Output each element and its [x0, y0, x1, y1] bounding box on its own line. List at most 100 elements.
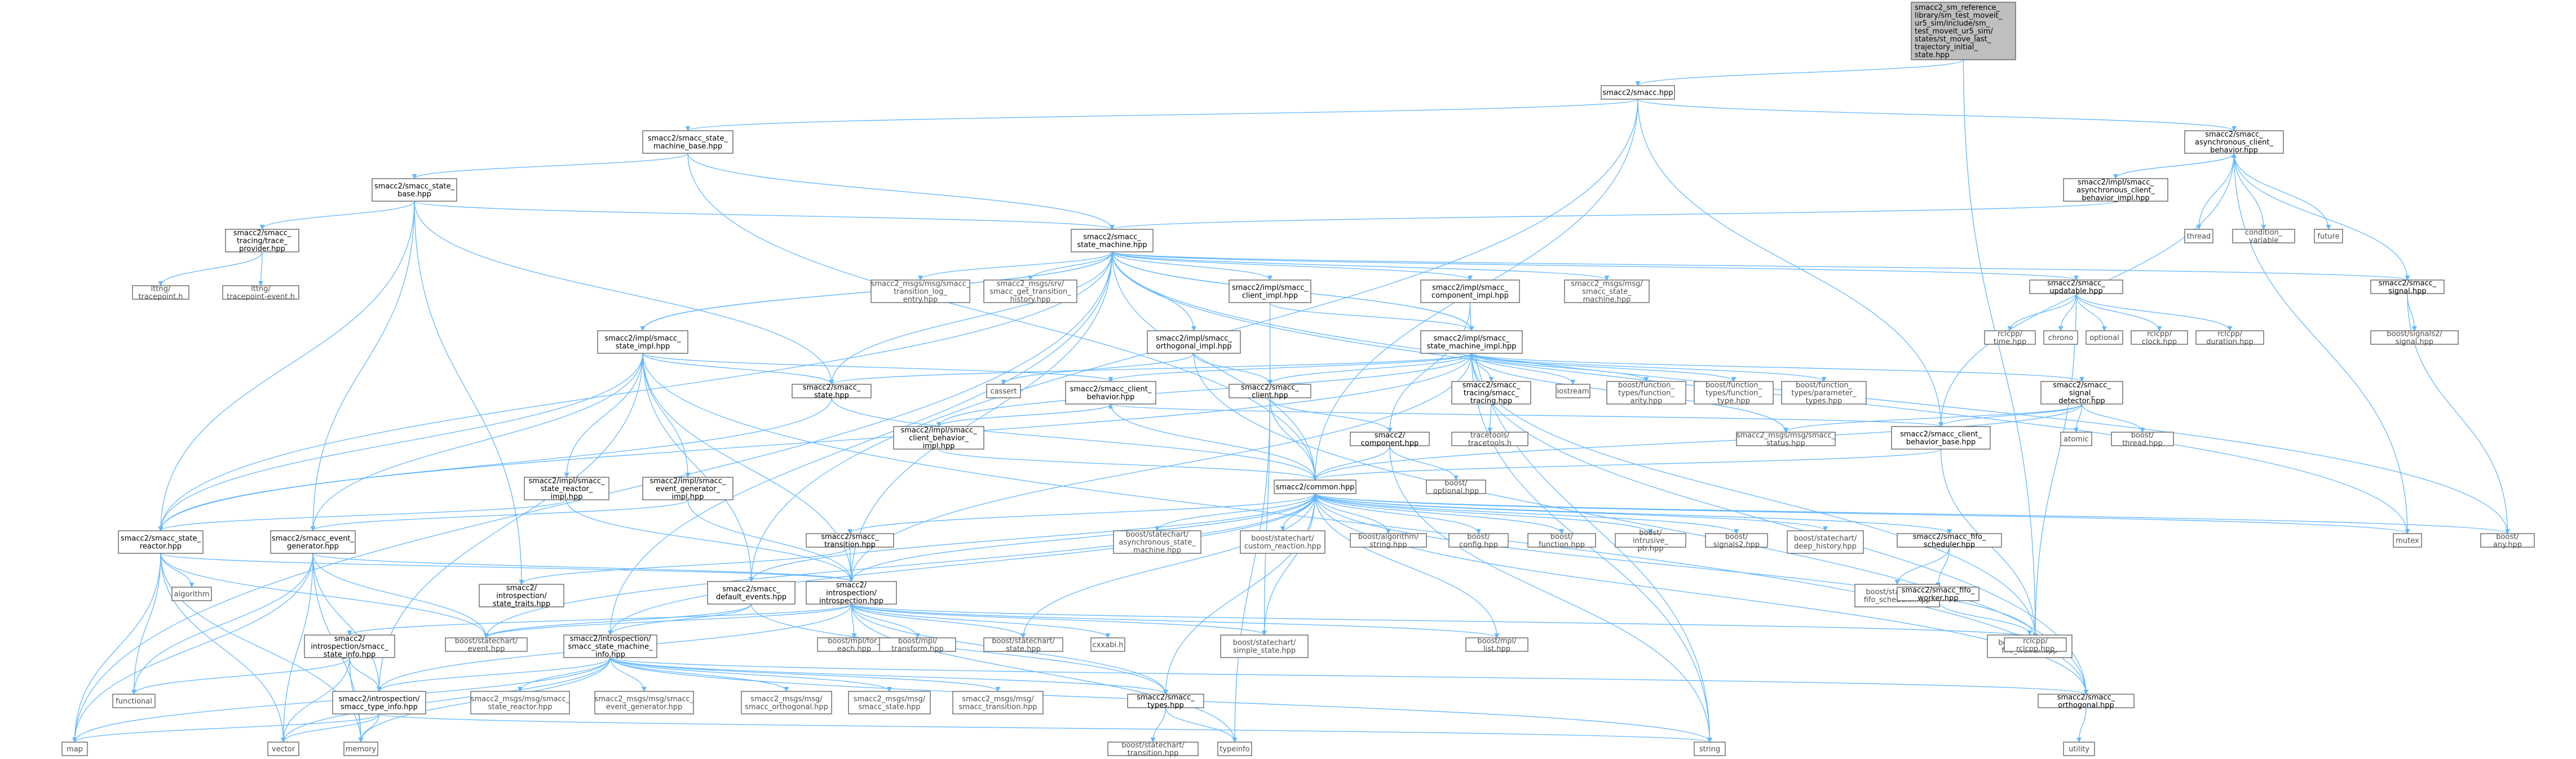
- node-msg_log[interactable]: smacc2_msgs/msg/smacc_transition_log_ent…: [871, 279, 970, 304]
- edge-intro_state_info-to-vector: [280, 657, 350, 743]
- node-state_machine_base[interactable]: smacc2/smacc_state_machine_base.hpp: [642, 130, 734, 154]
- node-cb_base[interactable]: smacc2/smacc_client_behavior_base.hpp: [1891, 426, 1991, 450]
- node-updatable[interactable]: smacc2/smacc_updatable.hpp: [2029, 279, 2123, 296]
- node-lttng_tpe[interactable]: lttng/tracepoint-event.h: [222, 285, 299, 301]
- node-mpl_list[interactable]: boost/mpl/list.hpp: [1465, 637, 1528, 654]
- node-ft_param[interactable]: boost/function_types/parameter_types.hpp: [1781, 381, 1867, 406]
- node-cassert[interactable]: cassert: [986, 384, 1021, 398]
- node-state_reactor_impl[interactable]: smacc2/impl/smacc_state_reactor_impl.hpp: [524, 477, 609, 501]
- node-rclcpp_time[interactable]: rclcpp/time.hpp: [1984, 330, 2036, 347]
- node-async_cb[interactable]: smacc2/smacc_asynchronous_client_behavio…: [2184, 130, 2284, 155]
- node-mpl_transform[interactable]: boost/mpl/transform.hpp: [879, 637, 956, 654]
- node-future[interactable]: future: [2314, 229, 2343, 243]
- node-component[interactable]: smacc2/component.hpp: [1350, 432, 1430, 448]
- node-sc_state[interactable]: boost/statechart/state.hpp: [983, 637, 1063, 654]
- node-event_gen[interactable]: smacc2/smacc_event_generator.hpp: [270, 530, 356, 554]
- node-msg_sm[interactable]: smacc2_msgs/msg/smacc_state_machine.hpp: [1564, 279, 1650, 304]
- node-box: [267, 742, 299, 756]
- node-iostream[interactable]: iostream: [1556, 384, 1590, 398]
- node-ft_type[interactable]: boost/function_types/function_type.hpp: [1694, 381, 1774, 406]
- node-msg_transition[interactable]: smacc2_msgs/msg/smacc_transition.hpp: [952, 691, 1044, 714]
- node-event_gen_impl[interactable]: smacc2/impl/smacc_event_generator_impl.h…: [642, 477, 734, 501]
- node-atomic[interactable]: atomic: [2060, 432, 2092, 446]
- node-smacc_types[interactable]: smacc2/smacc_types.hpp: [1127, 694, 1204, 710]
- node-smacc_state[interactable]: smacc2/smacc_state.hpp: [792, 384, 872, 400]
- node-signals2[interactable]: boost/signals2.hpp: [1705, 533, 1768, 549]
- node-msg_state[interactable]: smacc2_msgs/msg/smacc_state.hpp: [848, 691, 931, 714]
- node-string[interactable]: string: [1694, 742, 1726, 756]
- node-introspection[interactable]: smacc2/introspection/introspection.hpp: [806, 581, 897, 606]
- node-label: smacc2/impl/smacc_client_impl.hpp: [1232, 284, 1309, 300]
- node-sc_simple_state[interactable]: boost/statechart/simple_state.hpp: [1220, 634, 1309, 658]
- node-cxxabi[interactable]: cxxabi.h: [1090, 637, 1125, 652]
- node-vector[interactable]: vector: [267, 742, 299, 756]
- node-sc_async[interactable]: boost/statechart/asynchronous_state_mach…: [1113, 530, 1201, 555]
- node-async_cb_impl[interactable]: smacc2/impl/smacc_asynchronous_client_be…: [2063, 178, 2168, 203]
- edge-client_behavior-to-cb_base: [1110, 403, 1943, 427]
- node-state_reactor[interactable]: smacc2/smacc_state_reactor.hpp: [118, 530, 204, 554]
- node-msg_state_reactor[interactable]: smacc2_msgs/msg/smacc_state_reactor.hpp: [470, 691, 570, 714]
- node-functional[interactable]: functional: [112, 694, 156, 708]
- node-boost_thread[interactable]: boost/thread.hpp: [2111, 432, 2174, 448]
- node-ft_arity[interactable]: boost/function_types/function_arity.hpp: [1606, 381, 1686, 406]
- node-default_events[interactable]: smacc2/smacc_default_events.hpp: [707, 581, 796, 605]
- node-signal_detector[interactable]: smacc2/smacc_signal_detector.hpp: [2040, 381, 2123, 406]
- node-intro_state_info[interactable]: smacc2/introspection/smacc_state_info.hp…: [304, 634, 395, 659]
- node-rclcpp_duration[interactable]: rclcpp/duration.hpp: [2195, 330, 2264, 347]
- node-fifo_sched[interactable]: smacc2/smacc_fifo_scheduler.hpp: [1897, 533, 2002, 549]
- node-state_machine[interactable]: smacc2/smacc_state_machine.hpp: [1071, 229, 1154, 252]
- node-tracing[interactable]: smacc2/smacc_tracing/smacc_tracing.hpp: [1451, 381, 1531, 406]
- node-intrusive_ptr[interactable]: boost/intrusive_ptr.hpp: [1615, 529, 1686, 553]
- node-cb_impl[interactable]: smacc2/impl/smacc_client_behavior_impl.h…: [893, 426, 984, 451]
- node-algorithm[interactable]: algorithm: [171, 587, 212, 601]
- node-common[interactable]: smacc2/common.hpp: [1274, 480, 1357, 494]
- node-state_base[interactable]: smacc2/smacc_state_base.hpp: [372, 178, 457, 202]
- node-utility[interactable]: utility: [2063, 742, 2095, 756]
- node-tracing_provider[interactable]: smacc2/smacc_tracing/trace_provider.hpp: [225, 229, 299, 254]
- node-sm_impl[interactable]: smacc2/impl/smacc_state_machine_impl.hpp: [1420, 330, 1523, 354]
- node-sc_transition[interactable]: boost/statechart/transition.hpp: [1107, 742, 1199, 758]
- node-msg_status[interactable]: smacc2_msgs/msg/smacc_status.hpp: [1736, 432, 1836, 448]
- node-client_behavior[interactable]: smacc2/smacc_client_behavior.hpp: [1065, 381, 1156, 405]
- node-msg_event_gen[interactable]: smacc2_msgs/msg/smacc_event_generator.hp…: [594, 691, 694, 714]
- node-smacc_orthogonal[interactable]: smacc2/smacc_orthogonal.hpp: [2038, 694, 2135, 710]
- node-state_impl[interactable]: smacc2/impl/smacc_state_impl.hpp: [597, 330, 688, 354]
- node-orth_impl[interactable]: smacc2/impl/smacc_orthogonal_impl.hpp: [1147, 330, 1241, 354]
- node-rclcpp[interactable]: rclcpp/rclcpp.hpp: [2004, 637, 2067, 654]
- node-transition[interactable]: smacc2/smacc_transition.hpp: [806, 533, 894, 549]
- node-thread[interactable]: thread: [2184, 229, 2213, 243]
- node-boost_signals2_signal[interactable]: boost/signals2/signal.hpp: [2370, 330, 2459, 347]
- node-mutex[interactable]: mutex: [2393, 533, 2422, 548]
- node-state_traits[interactable]: smacc2/introspection/state_traits.hpp: [479, 584, 564, 609]
- node-optional[interactable]: optional: [2085, 330, 2123, 345]
- node-sc_event[interactable]: boost/statechart/event.hpp: [445, 637, 528, 654]
- node-sc_deep[interactable]: boost/statechart/deep_history.hpp: [1787, 530, 1864, 554]
- node-type_info[interactable]: smacc2/introspection/smacc_type_info.hpp: [332, 691, 426, 714]
- node-memory[interactable]: memory: [343, 742, 378, 756]
- node-tracetools[interactable]: tracetools/tracetools.h: [1451, 432, 1528, 448]
- node-boost_function[interactable]: boost/function.hpp: [1527, 533, 1596, 549]
- node-lttng_tp[interactable]: lttng/tracepoint.h: [132, 285, 189, 301]
- node-mpl_for_each[interactable]: boost/mpl/for_each.hpp: [817, 637, 891, 654]
- node-msg_orthogonal[interactable]: smacc2_msgs/msg/smacc_orthogonal.hpp: [741, 691, 832, 714]
- node-fifo_worker[interactable]: smacc2/smacc_fifo_worker.hpp: [1897, 587, 1980, 603]
- node-signal_hpp[interactable]: smacc2/smacc_signal.hpp: [2370, 279, 2445, 296]
- node-map[interactable]: map: [61, 742, 88, 756]
- node-client_impl[interactable]: smacc2/impl/smacc_client_impl.hpp: [1229, 279, 1311, 303]
- node-chrono[interactable]: chrono: [2043, 330, 2078, 345]
- node-intro_sm_info[interactable]: smacc2/introspection/smacc_state_machine…: [563, 634, 657, 659]
- node-algo_string[interactable]: boost/algorithm/string.hpp: [1350, 533, 1427, 549]
- node-boost_config[interactable]: boost/config.hpp: [1448, 533, 1509, 549]
- node-cond_var[interactable]: condition_variable: [2232, 229, 2295, 245]
- node-boost_any[interactable]: boost/any.hpp: [2480, 533, 2535, 549]
- node-root[interactable]: smacc2_sm_reference_library/sm_test_move…: [1911, 2, 2016, 60]
- node-component_impl[interactable]: smacc2/impl/smacc_component_impl.hpp: [1420, 279, 1520, 303]
- edge-default_events-to-intro_sm_info: [608, 603, 752, 636]
- node-typeinfo[interactable]: typeinfo: [1217, 742, 1252, 756]
- node-rclcpp_clock[interactable]: rclcpp/clock.hpp: [2131, 330, 2188, 347]
- node-smacc_hpp[interactable]: smacc2/smacc.hpp: [1601, 85, 1675, 100]
- node-boost_optional[interactable]: boost/optional.hpp: [1426, 480, 1486, 496]
- node-client_hpp[interactable]: smacc2/smacc_client.hpp: [1229, 384, 1311, 400]
- node-srv_hist[interactable]: smacc2_msgs/srv/smacc_get_transition_his…: [983, 279, 1077, 304]
- node-sc_custom[interactable]: boost/statechart/custom_reaction.hpp: [1240, 530, 1325, 554]
